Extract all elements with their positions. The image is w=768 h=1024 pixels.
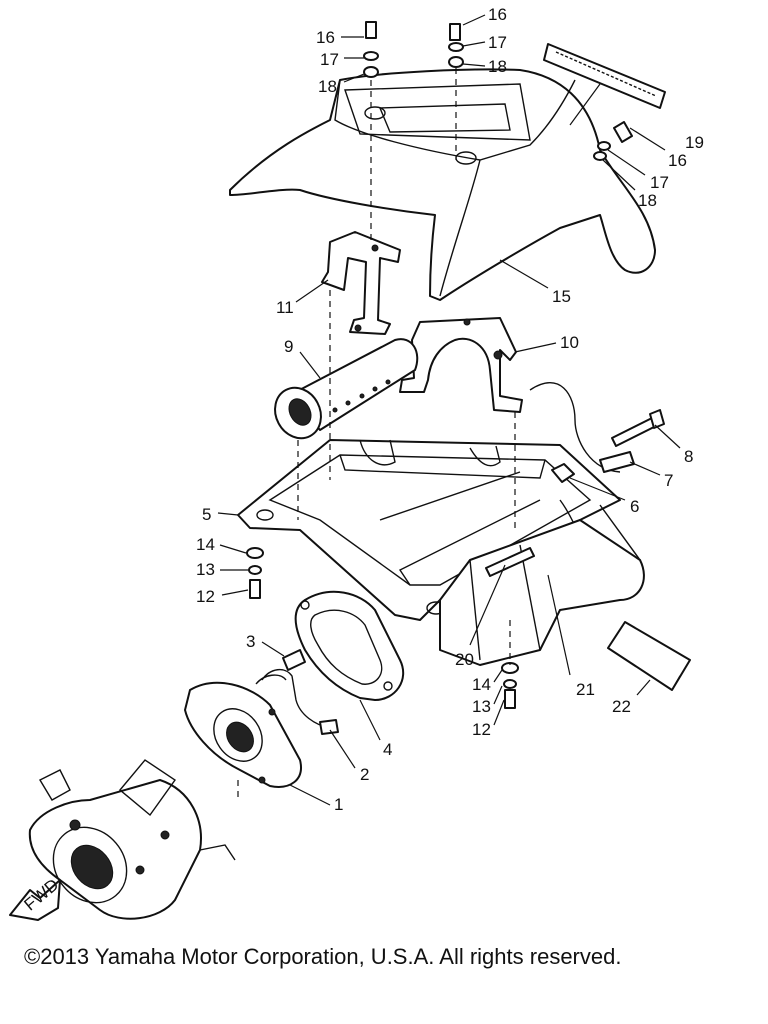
callout-18a: 18 bbox=[318, 77, 337, 96]
callout-7: 7 bbox=[664, 471, 673, 490]
bolt-part-3 bbox=[282, 649, 306, 671]
bolt-stack-bottom bbox=[501, 662, 519, 709]
bolt-stack-top-right bbox=[448, 23, 464, 68]
callout-10: 10 bbox=[560, 333, 579, 352]
nut-part-6 bbox=[551, 463, 575, 483]
callout-12a: 12 bbox=[196, 587, 215, 606]
tube-part-9 bbox=[274, 338, 419, 440]
copyright-notice: ©2013 Yamaha Motor Corporation, U.S.A. A… bbox=[24, 944, 622, 969]
bolt-stack-left bbox=[246, 547, 264, 599]
callout-6: 6 bbox=[630, 497, 639, 516]
callout-2: 2 bbox=[360, 765, 369, 784]
gasket-part-4 bbox=[294, 590, 405, 701]
flange-part-1 bbox=[184, 681, 302, 788]
callout-14b: 14 bbox=[472, 675, 491, 694]
callout-17c: 17 bbox=[650, 173, 669, 192]
cover-part-15 bbox=[229, 68, 656, 301]
callout-16b: 16 bbox=[488, 5, 507, 24]
callout-14a: 14 bbox=[196, 535, 215, 554]
callout-18b: 18 bbox=[488, 57, 507, 76]
bracket-part-10 bbox=[399, 317, 523, 413]
callout-18c: 18 bbox=[638, 191, 657, 210]
callout-20: 20 bbox=[455, 650, 474, 669]
callout-13b: 13 bbox=[472, 697, 491, 716]
callout-8: 8 bbox=[684, 447, 693, 466]
bolt-part-8 bbox=[611, 409, 665, 447]
bracket-part-11 bbox=[321, 231, 401, 335]
callout-21: 21 bbox=[576, 680, 595, 699]
alignment-lines bbox=[237, 68, 516, 800]
leader-lines bbox=[217, 14, 681, 806]
bolt-stack-top-left bbox=[363, 21, 379, 78]
callout-12b: 12 bbox=[472, 720, 491, 739]
plate-part-22 bbox=[607, 621, 691, 691]
strip-part-19 bbox=[543, 43, 666, 109]
callout-labels: 16 17 18 16 17 18 19 16 17 18 11 15 9 10… bbox=[196, 5, 704, 814]
callout-4: 4 bbox=[383, 740, 392, 759]
rod-part-20 bbox=[485, 547, 535, 577]
callout-16c: 16 bbox=[668, 151, 687, 170]
callout-15: 15 bbox=[552, 287, 571, 306]
callout-16a: 16 bbox=[316, 28, 335, 47]
fwd-arrow-icon: FWD bbox=[9, 875, 62, 921]
callout-9: 9 bbox=[284, 337, 293, 356]
bolt-stack-right bbox=[593, 121, 633, 161]
callout-3: 3 bbox=[246, 632, 255, 651]
callout-5: 5 bbox=[202, 505, 211, 524]
exploded-parts-diagram: FWD bbox=[9, 5, 704, 921]
callout-19: 19 bbox=[685, 133, 704, 152]
callout-22: 22 bbox=[612, 697, 631, 716]
callout-17a: 17 bbox=[320, 50, 339, 69]
callout-17b: 17 bbox=[488, 33, 507, 52]
callout-11: 11 bbox=[276, 298, 294, 317]
callout-1: 1 bbox=[334, 795, 343, 814]
callout-13a: 13 bbox=[196, 560, 215, 579]
clip-part-2 bbox=[255, 669, 339, 735]
carburetor-assembly bbox=[28, 759, 236, 920]
housing-part-21 bbox=[439, 519, 645, 666]
